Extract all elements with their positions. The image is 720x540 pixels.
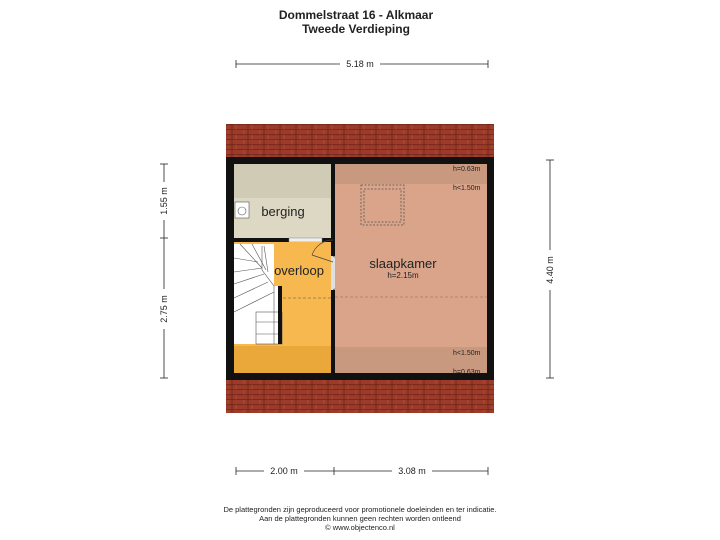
dimension-bottom-left-label: 2.00 m — [270, 466, 298, 476]
staircase — [233, 243, 283, 345]
dimension-top-label: 5.18 m — [346, 59, 374, 69]
berging-door-opening — [288, 237, 323, 243]
height-bottom-high: h<1.50m — [453, 350, 481, 357]
slaapkamer-low-zone-top — [335, 164, 487, 184]
room-slaapkamer — [335, 164, 487, 373]
roof-top — [226, 124, 494, 160]
roof-bottom — [226, 377, 494, 413]
dimension-right-label: 4.40 m — [545, 256, 555, 284]
skylight — [360, 184, 405, 226]
plan-title: Dommelstraat 16 - Alkmaar — [279, 8, 434, 22]
dimension-left-upper-label: 1.55 m — [159, 187, 169, 215]
berging-label: berging — [261, 204, 304, 219]
dimension-left-lower-label: 2.75 m — [159, 295, 169, 323]
slaapkamer-door-opening — [331, 256, 335, 290]
berging-low-zone — [234, 164, 331, 198]
disclaimer-line-1: De plattegronden zijn geproduceerd voor … — [223, 505, 496, 514]
overloop-low-zone — [234, 346, 331, 373]
dimension-bottom-right-label: 3.08 m — [398, 466, 426, 476]
slaapkamer-height: h=2.15m — [387, 271, 419, 280]
washing-machine-icon — [234, 201, 250, 219]
slaapkamer-low-zone-bottom — [335, 347, 487, 373]
overloop-label: overloop — [274, 263, 324, 278]
disclaimer-line-2: Aan de plattegronden kunnen geen rechten… — [259, 514, 461, 523]
disclaimer-line-3: © www.objectenco.nl — [325, 523, 395, 532]
height-top-low: h=0.63m — [453, 166, 481, 173]
height-top-high: h<1.50m — [453, 185, 481, 192]
plan-subtitle: Tweede Verdieping — [302, 22, 410, 36]
slaapkamer-label: slaapkamer — [369, 256, 437, 271]
height-bottom-low: h=0.63m — [453, 369, 481, 376]
